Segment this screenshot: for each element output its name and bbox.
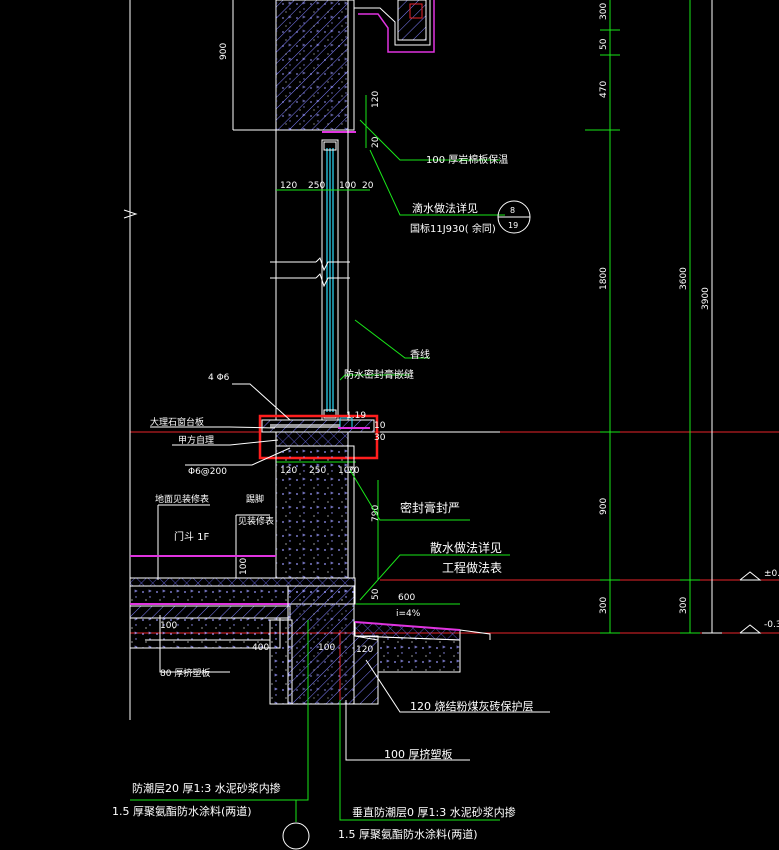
level-zero: ±0.0 [764, 569, 779, 579]
dim-20-top: 20 [362, 181, 374, 191]
label-damp-h2: 1.5 厚聚氨酯防水涂料(两道) [112, 804, 252, 818]
label-rebar-stirrup: Φ6@200 [188, 467, 227, 477]
dim-900-left: 900 [219, 43, 229, 60]
dim-3900: 3900 [701, 287, 711, 310]
label-drip-1: 滴水做法详见 [412, 201, 478, 215]
annotations-sill: 4 Φ6 大理石窗台板 甲方自理 Φ6@200 [150, 373, 500, 477]
dim-100-found: 100 [318, 643, 335, 653]
callout-top-number: 8 [510, 206, 515, 215]
annotations-upper: 100 厚岩棉板保温 滴水做法详见 国标11J930( 余同) 8 19 香线 … [339, 119, 531, 381]
label-damp-v1: 垂直防潮层0 厚1:3 水泥砂浆内掺 [352, 805, 516, 819]
label-xps-100: 100 厚挤塑板 [384, 747, 453, 761]
dim-50-apron: 50 [371, 588, 381, 600]
dim-100-floor: 100 [160, 621, 177, 631]
label-marble-sill: 大理石窗台板 [150, 416, 204, 428]
label-xps-80: 80 厚挤塑板 [160, 667, 210, 679]
axis-bubble[interactable] [282, 822, 310, 850]
dim-400: 400 [252, 643, 269, 653]
dim-250-top: 250 [308, 181, 325, 191]
dims-top-row: 120 250 100 20 120 20 [276, 91, 381, 191]
dim-slope: i=4% [396, 609, 421, 619]
label-seal-line: 香线 [410, 348, 430, 361]
label-seal-caulk: 密封膏封严 [400, 500, 460, 515]
label-owner-choice: 甲方自理 [178, 434, 214, 446]
dim-100-lower: 100 [239, 558, 249, 575]
lower-wall: 790 100 [239, 445, 381, 580]
annotations-apron: 密封膏封严 散水做法详见 工程做法表 120 烧结粉煤灰砖保护层 100 厚挤塑… [345, 469, 550, 761]
dim-120-top: 120 [280, 181, 297, 191]
label-room-tag: 门斗 1F [174, 530, 210, 543]
label-floor-finish: 地面见装修表 [155, 493, 209, 505]
level-minus: -0.3 [764, 620, 779, 630]
annotations-floor: 地面见装修表 踢脚 见装修表 门斗 1F 80 厚挤塑板 100 400 100 [130, 493, 335, 679]
label-brick-protect: 120 烧结粉煤灰砖保护层 [410, 699, 534, 713]
dim-1800-right: 1800 [599, 267, 609, 290]
label-damp-h1: 防潮层20 厚1:3 水泥砂浆内掺 [132, 781, 281, 795]
callout-bottom-number: 19 [508, 221, 518, 230]
apron: 600 i=4% 50 120 [354, 588, 491, 673]
dim-300-right: 300 [599, 3, 609, 20]
label-seal-tape: 防水密封膏嵌缝 [344, 368, 414, 381]
dim-50-right: 50 [599, 38, 609, 50]
label-damp-v2: 1.5 厚聚氨酯防水涂料(两道) [338, 827, 478, 841]
dim-120-lintel: 120 [371, 91, 381, 108]
dim-120-apron: 120 [356, 645, 373, 655]
dim-20-lintel: 20 [371, 136, 381, 148]
dim-300b-right: 300 [599, 597, 609, 614]
annotations-bottom: 防潮层20 厚1:3 水泥砂浆内掺 1.5 厚聚氨酯防水涂料(两道) 垂直防潮层… [112, 620, 516, 850]
dim-600: 600 [398, 593, 415, 603]
level-marks: ±0.0 -0.3 [739, 569, 779, 634]
label-drip-2: 国标11J930( 余同) [410, 222, 496, 235]
dim-3600: 3600 [679, 267, 689, 290]
dim-300-b: 300 [679, 597, 689, 614]
label-rebar-top: 4 Φ6 [208, 373, 230, 383]
dim-100-top: 100 [339, 181, 356, 191]
dim-10: 10 [374, 421, 386, 431]
label-apron-2: 工程做法表 [442, 560, 502, 575]
dim-900-right: 900 [599, 498, 609, 515]
window-glass [270, 130, 350, 421]
right-dimensions: 300 50 470 1800 900 300 3600 300 3900 [585, 0, 722, 634]
dim-470-right: 470 [599, 81, 609, 98]
upper-wall [275, 0, 435, 133]
dim-1-19: 1.19 [346, 411, 366, 421]
dim-30: 30 [374, 433, 386, 443]
floor-slab [129, 577, 379, 705]
label-skirting: 踢脚 [246, 494, 264, 505]
axis-lines [130, 0, 779, 820]
label-see-finish-table: 见装修表 [238, 515, 274, 527]
label-apron-1: 散水做法详见 [430, 540, 502, 555]
label-insulation-100: 100 厚岩棉板保温 [426, 153, 508, 166]
